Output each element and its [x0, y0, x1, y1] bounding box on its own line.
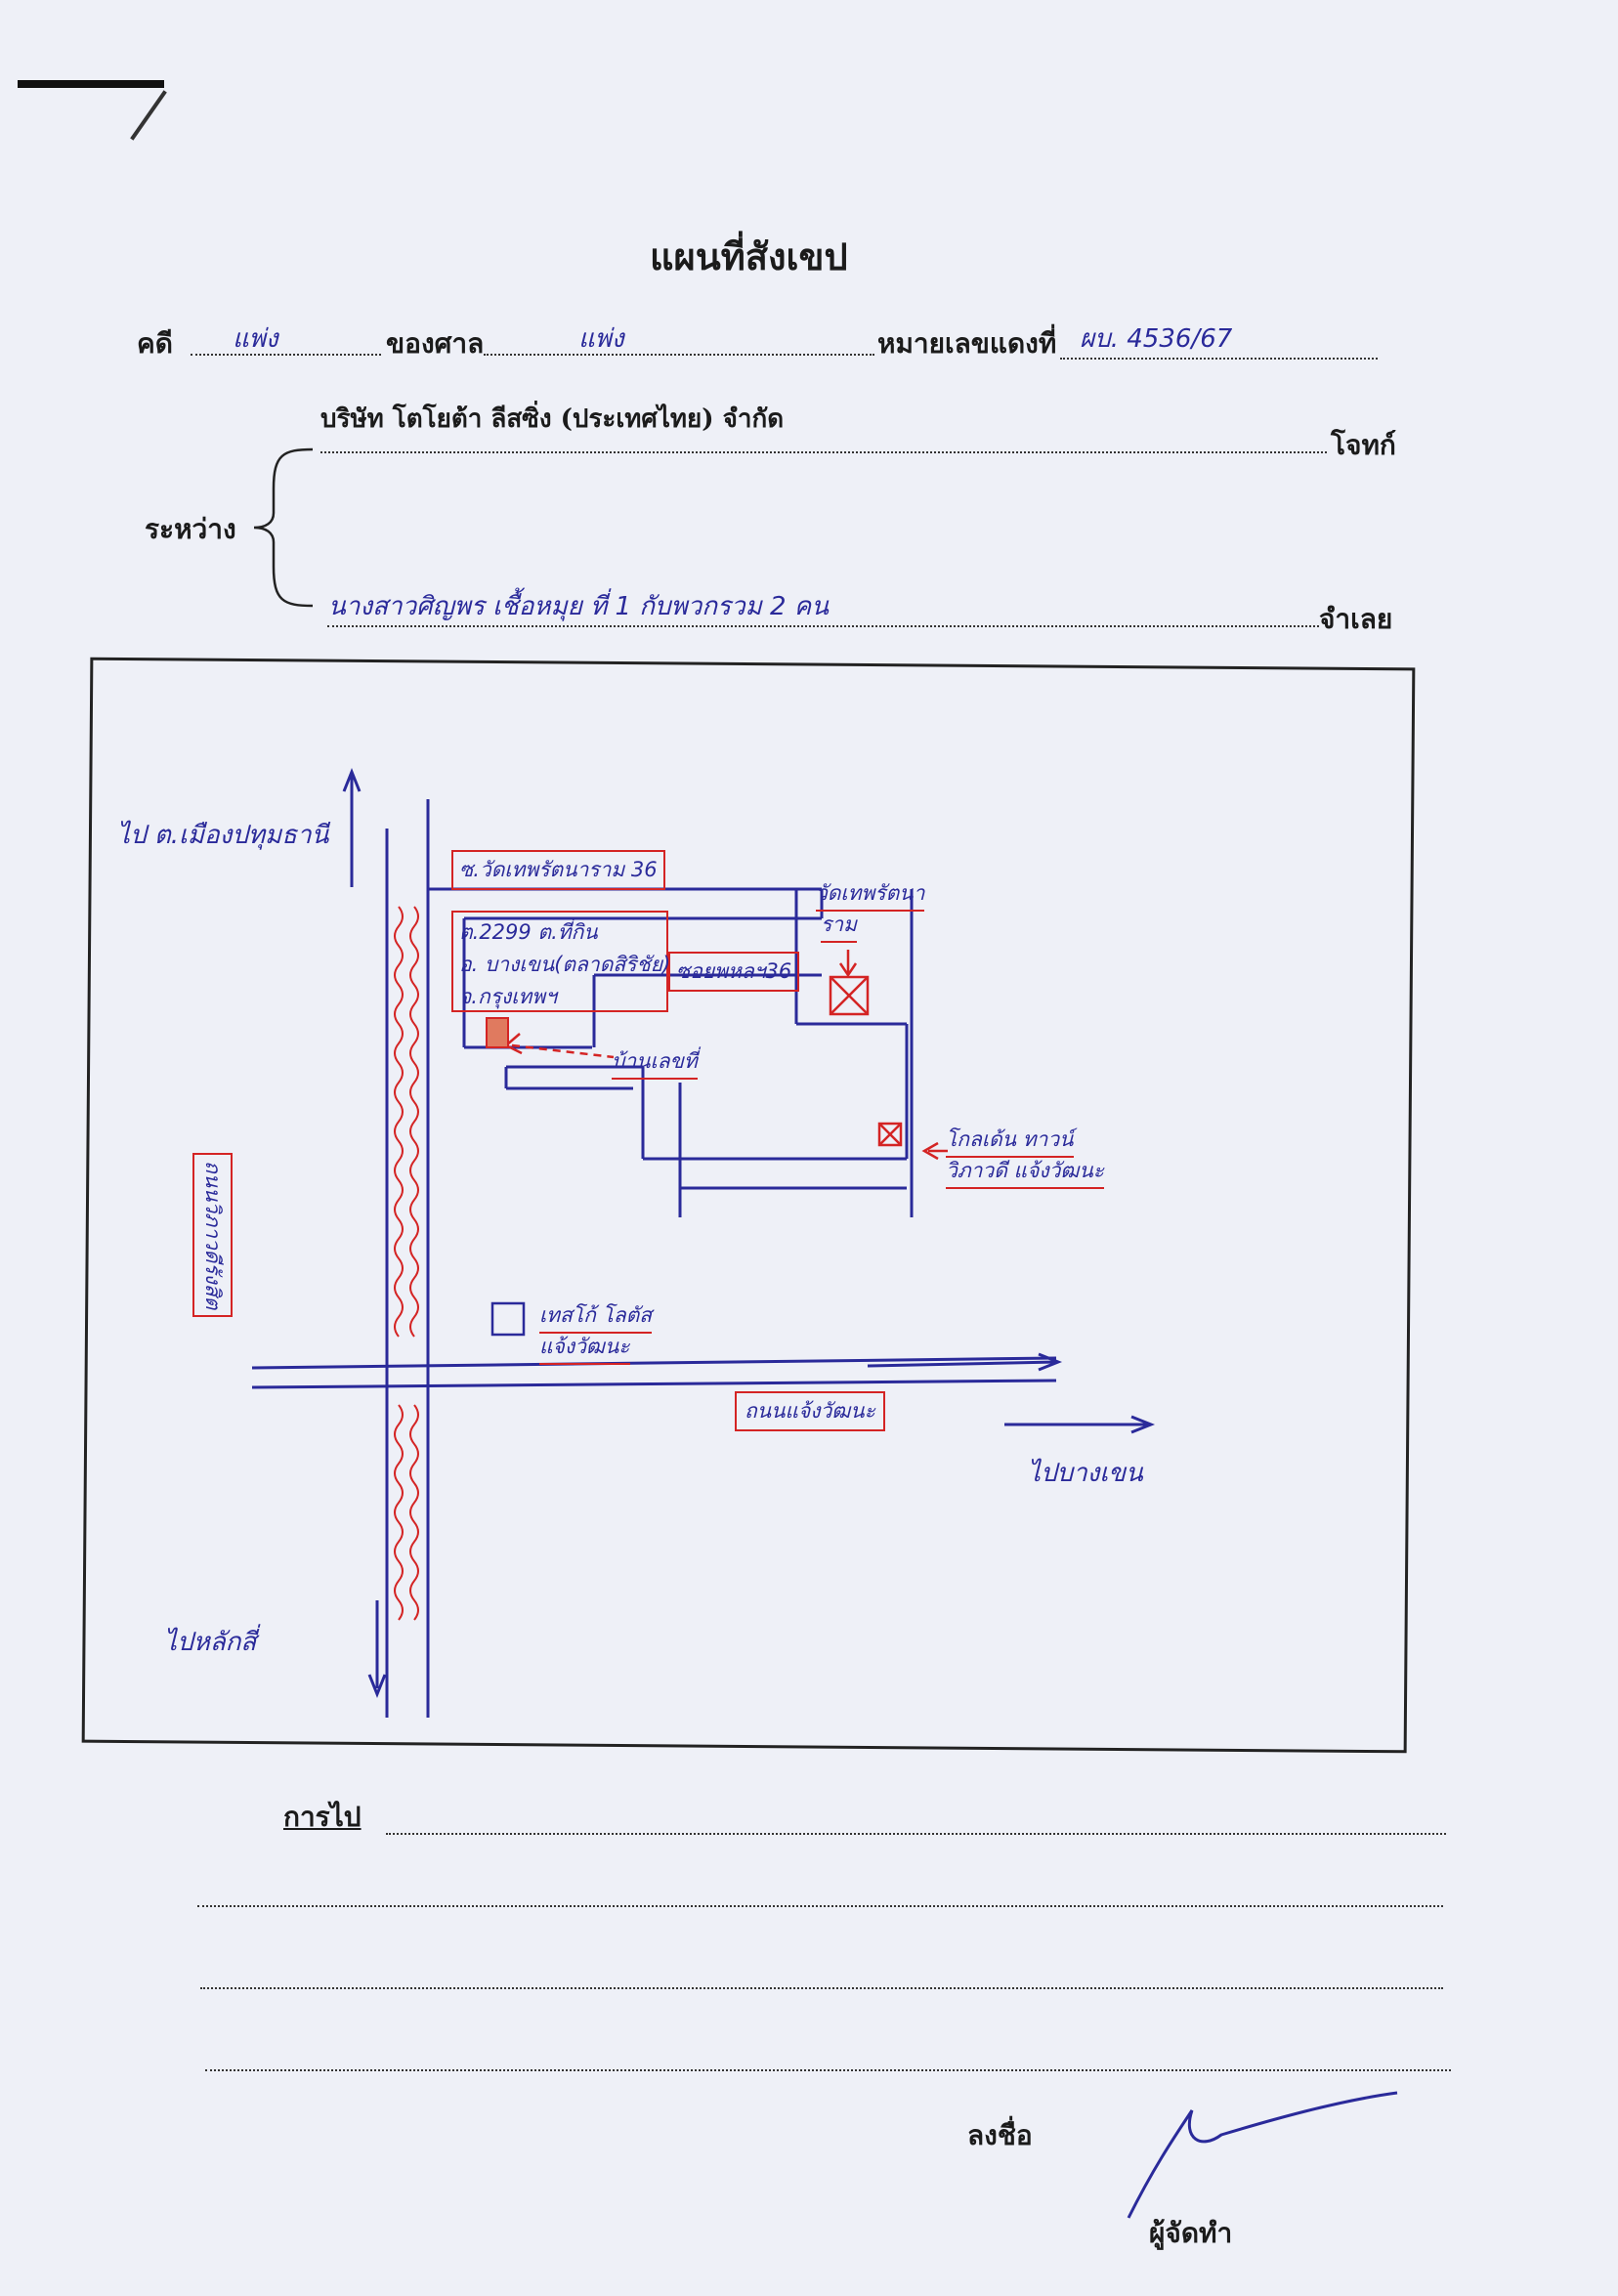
lotus-label-2: แจ้งวัฒนะ [539, 1331, 630, 1365]
temple-label-1: วัดเทพรัตนา [816, 877, 925, 912]
target-house-marker [486, 1017, 509, 1048]
h-road-bottom-edge [251, 1379, 1057, 1389]
case-value: แพ่ง [233, 324, 278, 354]
sign-label: ลงชื่อ [967, 2119, 1033, 2151]
to-pathum-label: ไป ต.เมืองปทุมธานี [117, 821, 329, 850]
route-line-3 [200, 1987, 1443, 1989]
red-number-value: ผบ. 4536/67 [1080, 324, 1233, 354]
plaintiff-name: บริษัท โตโยต้า ลีสซิ่ง (ประเทศไทย) จำกัด [320, 404, 785, 434]
case-label: คดี [137, 327, 173, 360]
temple-label-2: ราม [821, 909, 857, 943]
to-bangkhen-label: ไปบางเขน [1028, 1459, 1143, 1488]
court-value: แพ่ง [578, 324, 624, 354]
court-dots [484, 354, 874, 356]
between-brace [253, 447, 314, 608]
address-line-2: อ. บางเขน(ตลาดสิริชัย) [459, 953, 671, 976]
maker-label: ผู้จัดทำ [1149, 2217, 1233, 2249]
defendant-name: นางสาวศิญพร เชื้อหมุย ที่ 1 กับพวกรวม 2 … [328, 592, 829, 621]
defendant-label: จำเลย [1319, 603, 1393, 635]
to-laksi-label: ไปหลักสี่ [164, 1628, 257, 1657]
golden-town-label-1: โกลเด้น ทาวน์ [946, 1124, 1074, 1158]
golden-town-marker [877, 1122, 903, 1147]
lotus-label-1: เทสโก้ โลตัส [539, 1299, 653, 1334]
main-road-horizontal-label: ถนนแจ้งวัฒนะ [735, 1391, 885, 1431]
sketch-map [251, 767, 1156, 1718]
route-line-2 [197, 1905, 1443, 1907]
between-label: ระหว่าง [145, 513, 236, 545]
arrow-right-main [867, 1360, 1057, 1368]
temple-marker [829, 975, 870, 1016]
address-box: ต.2299 ต.ที่กิน อ. บางเขน(ตลาดสิริชัย) จ… [451, 911, 671, 1012]
defendant-dots [327, 625, 1319, 627]
route-line-4 [205, 2069, 1451, 2071]
plaintiff-dots [320, 451, 1327, 453]
signature [1127, 2091, 1398, 2219]
target-house-label: บ้านเลขที่ [612, 1045, 698, 1080]
lotus-marker [490, 1301, 526, 1337]
case-dots [191, 354, 381, 356]
scan-corner-mark [18, 80, 164, 88]
court-label: ของศาล [386, 327, 485, 360]
address-line-1: ต.2299 ต.ที่กิน [459, 920, 598, 944]
route-line-1 [386, 1833, 1446, 1835]
address-line-3: จ.กรุงเทพฯ [459, 985, 557, 1008]
h-road-top-edge [251, 1356, 1057, 1370]
main-road-vertical-label: ถนนวิภาวดีรังสิต [192, 1153, 233, 1318]
golden-town-label-2: วิภาวดี แจ้งวัฒนะ [946, 1155, 1105, 1189]
soi-36-label: ซ.วัดเทพรัตนาราม 36 [451, 850, 665, 890]
red-number-dots [1060, 358, 1378, 360]
route-label: การไป [283, 1801, 362, 1833]
plaintiff-label: โจทก์ [1331, 429, 1396, 461]
scan-corner-slash [130, 90, 167, 141]
red-number-label: หมายเลขแดงที่ [877, 327, 1057, 360]
soi-side-label: ซอยพหลฯ36 [668, 952, 800, 992]
page-title: แผนที่สังเขป [650, 234, 848, 278]
